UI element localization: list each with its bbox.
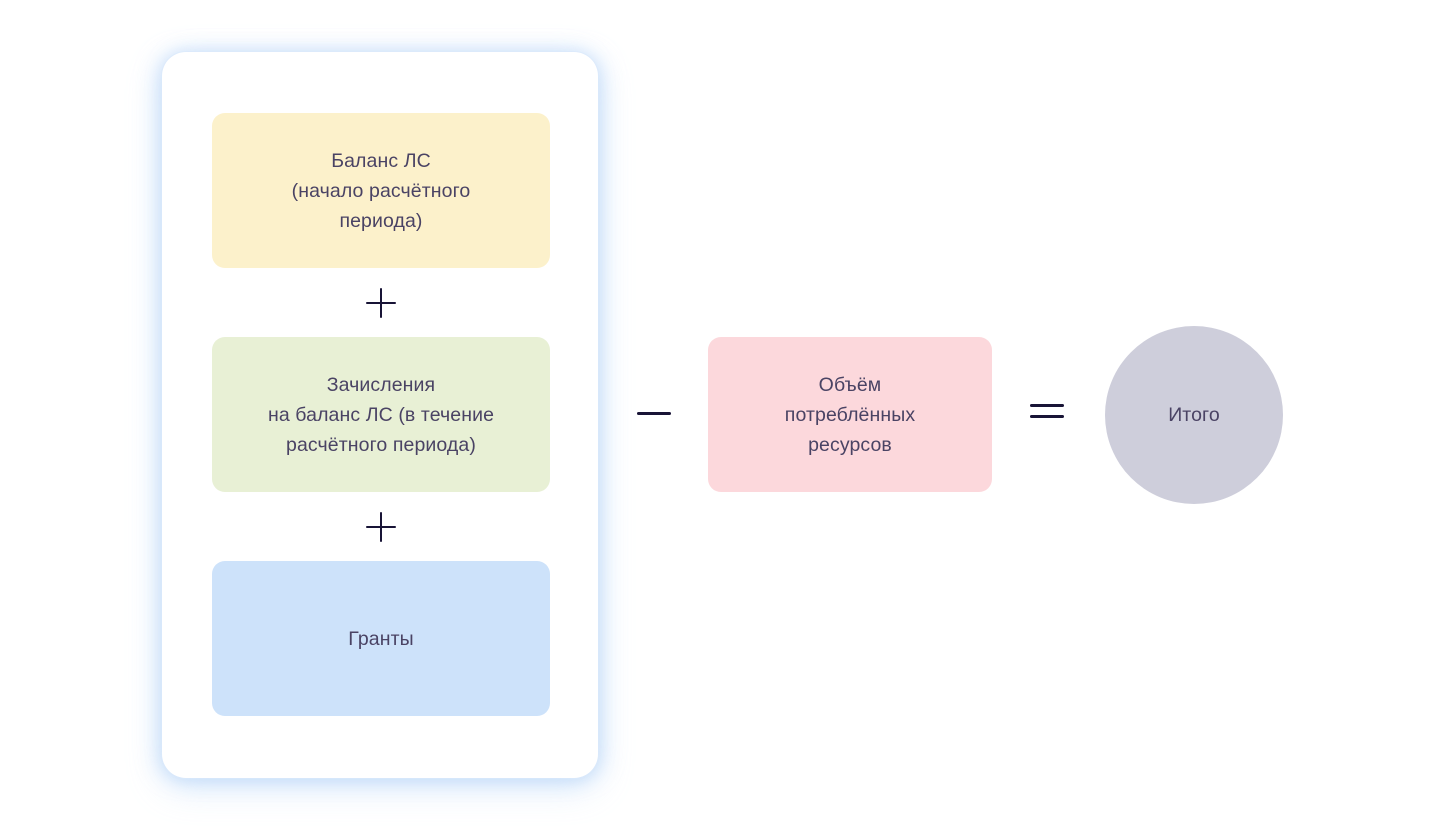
block-balance: Баланс ЛС (начало расчётного периода) [212,113,550,268]
plus-operator-icon [366,288,396,318]
equals-operator-icon [1030,404,1064,418]
circle-total-label: Итого [1168,404,1220,426]
block-credits: Зачисления на баланс ЛС (в течение расчё… [212,337,550,492]
block-consumed-resources: Объём потреблённых ресурсов [708,337,992,492]
minus-operator-icon [637,412,671,415]
block-grants: Гранты [212,561,550,716]
plus-operator-icon [366,512,396,542]
circle-total-result: Итого [1105,326,1283,504]
